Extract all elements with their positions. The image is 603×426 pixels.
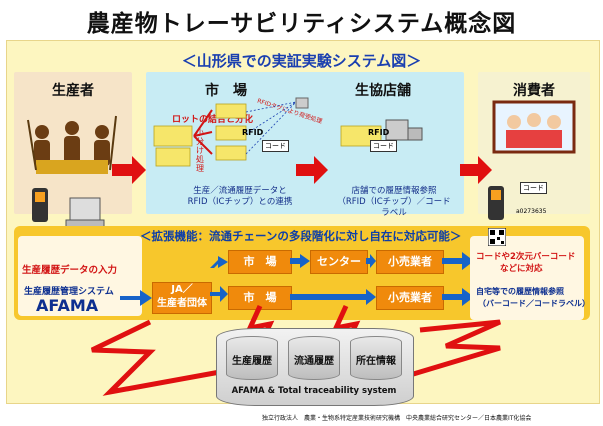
store-code-label: コード	[370, 140, 397, 152]
db-production-history: 生産履歴	[226, 336, 278, 380]
consumer-code-label: コード	[520, 182, 547, 194]
farmers-illustration	[27, 115, 117, 174]
page-title: 農産物トレーサビリティシステム概念図	[86, 11, 517, 37]
arrow-system-ja	[120, 290, 152, 306]
arrow-ja-market1	[210, 256, 228, 268]
arrow-ja-market2	[210, 286, 228, 302]
extension-title: ＜拡張機能：流通チェーンの多段階化に対し自在に対応可能＞	[140, 229, 462, 243]
market-caption-2: RFID（ICチップ）との連携	[187, 197, 293, 207]
consumer-tag: a0273635	[516, 208, 547, 215]
arrow-retail2-consumer	[442, 288, 474, 306]
ja-line1: JA／	[171, 284, 193, 295]
store-caption-1: 店舗での履歴情報参照	[351, 186, 437, 196]
arrow-producer-market	[112, 156, 146, 184]
qr-caption-2: などに対応	[500, 264, 543, 274]
producer-header: 生産者	[52, 83, 94, 99]
market-rfid-label: RFID	[242, 128, 264, 137]
bolt-right	[399, 319, 502, 381]
afama-label: AFAMA	[36, 296, 99, 315]
db-distribution-history: 流通履歴	[288, 336, 340, 380]
arrow-retail1-consumer	[442, 252, 474, 270]
market-header: 市 場	[205, 83, 247, 99]
consumer-reference-area	[470, 236, 584, 320]
producer-system-area	[18, 236, 142, 316]
consumer-header: 消費者	[513, 83, 555, 99]
db-location-info: 所在情報	[350, 336, 402, 380]
home-caption-1: 自宅等での履歴情報参照	[476, 287, 564, 296]
producer-devices	[32, 188, 105, 229]
store-caption-2: （RFID（ICチップ）／コードラベル	[337, 197, 451, 218]
family-illustration	[492, 100, 576, 154]
producer-input-text: 生産履歴データの入力	[22, 265, 118, 276]
bolt-left	[90, 319, 221, 396]
arrow-store-consumer	[460, 156, 492, 184]
home-caption-2: （バーコード／コードラベル）	[478, 299, 590, 308]
store-header: 生協店舗	[355, 83, 411, 99]
retail-box-2: 小売業者	[376, 286, 444, 310]
arrow-market1-center	[290, 254, 310, 268]
database-label: AFAMA & Total traceability system	[231, 386, 397, 396]
market-box-1: 市 場	[228, 250, 292, 274]
diagram-subtitle: ＜山形県での実証実験システム図＞	[181, 52, 422, 70]
consumer-phone	[488, 186, 504, 220]
qr-code-icon	[488, 228, 506, 246]
ja-box: JA／ 生産者団体	[152, 282, 212, 314]
ja-line2: 生産者団体	[157, 298, 207, 309]
producer-system-line1: 生産履歴管理システム	[24, 287, 114, 297]
market-code-label: コード	[262, 140, 289, 152]
footer-credit: 独立行政法人 農業・生物系特定産業技術研究機構 中央農業総合研究センター／日本農…	[262, 415, 532, 422]
arrow-market-store	[296, 156, 328, 184]
market-caption-1: 生産／流通履歴データと	[193, 186, 287, 196]
lot-label: ロットの結合と分化	[172, 115, 254, 125]
distribution-panel	[146, 72, 464, 214]
store-rfid-label: RFID	[368, 128, 390, 137]
qr-caption-1: コードや2次元バーコード	[476, 252, 576, 262]
arrow-center-retail1	[366, 254, 376, 268]
arrow-market2-retail2	[290, 289, 376, 305]
retail-box-1: 小売業者	[376, 250, 444, 274]
